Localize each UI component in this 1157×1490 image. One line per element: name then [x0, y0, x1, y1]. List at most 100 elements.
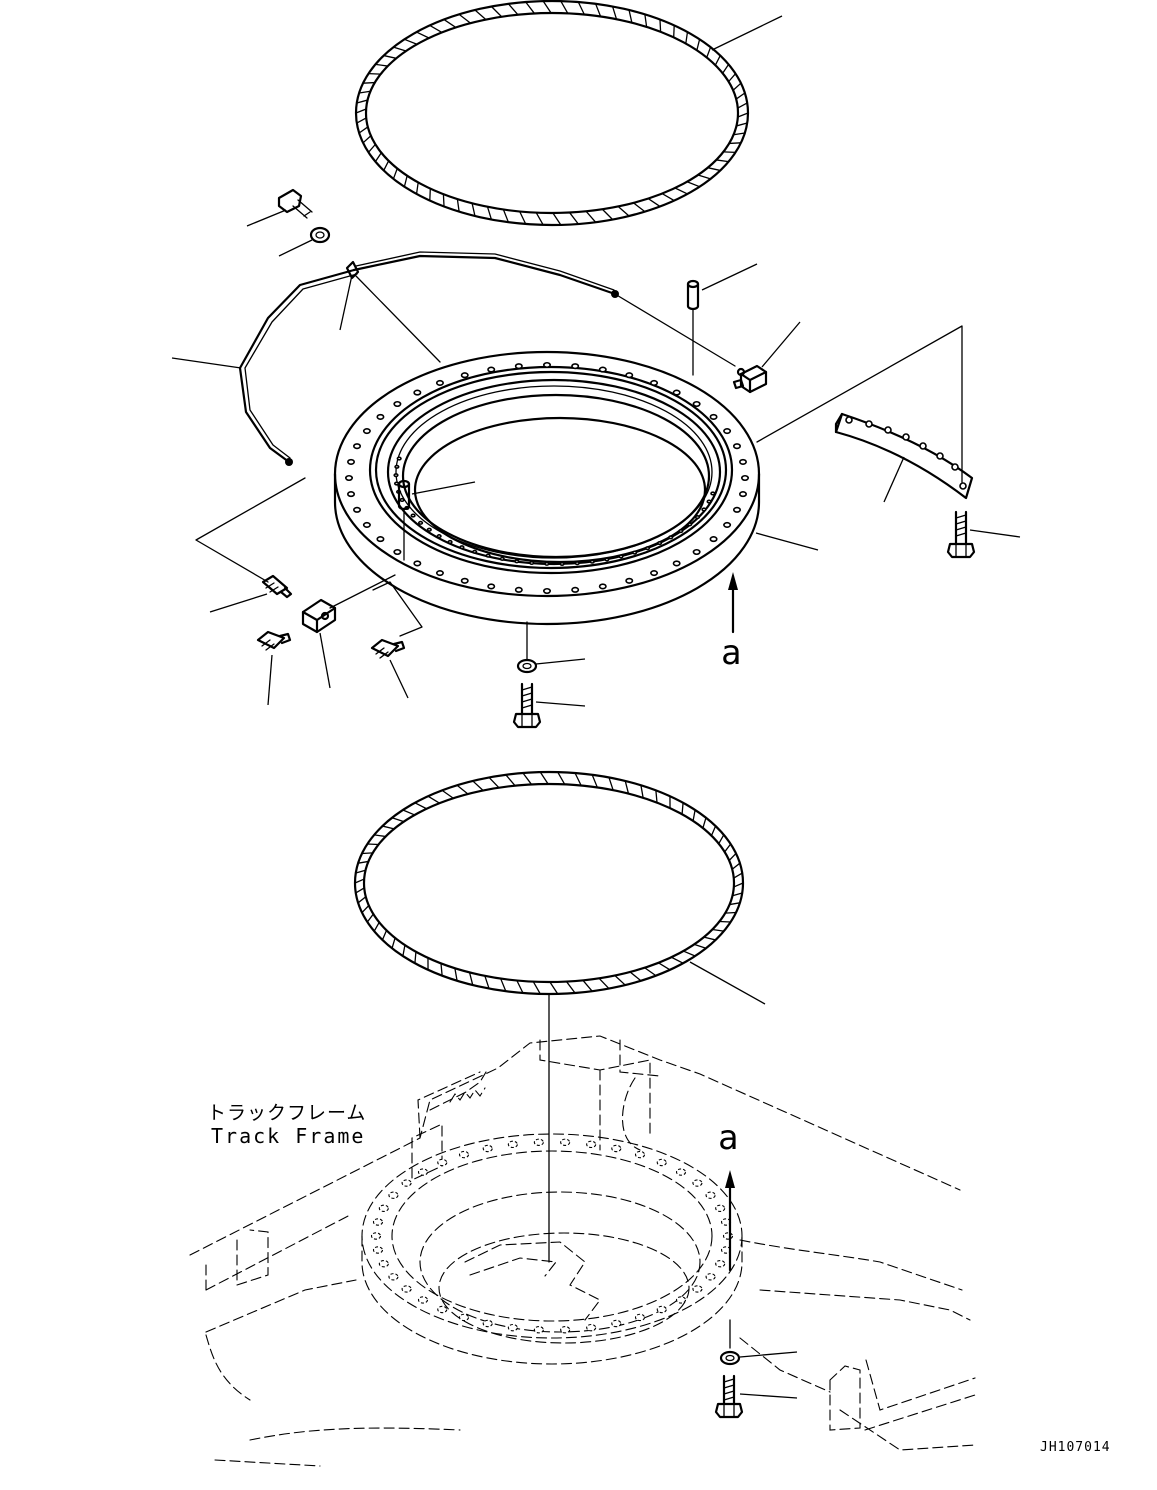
bolt-hole — [437, 381, 443, 385]
ring-hatch — [656, 790, 657, 802]
ring-hatch — [648, 199, 660, 207]
ring-hatch — [457, 785, 468, 794]
ring-hatch — [362, 906, 369, 913]
ring-hatch — [457, 199, 459, 212]
ring-hatch — [526, 2, 535, 13]
ring-hatch — [738, 103, 747, 108]
bolt-hole — [575, 562, 579, 565]
washer-lower — [721, 1352, 739, 1364]
ring-hatch — [725, 844, 731, 852]
ring-hatch — [719, 921, 730, 922]
bolt-hole — [364, 523, 370, 527]
bolt-hole — [693, 402, 699, 406]
bolt-hole — [418, 1297, 427, 1303]
ring-hatch — [487, 207, 491, 220]
bolt-hole — [605, 558, 609, 561]
bolt-hole — [516, 364, 522, 368]
ring-hatch — [645, 14, 647, 27]
bolt-hole — [706, 1274, 715, 1280]
ring-hatch — [444, 20, 456, 28]
bolt-hole — [418, 1169, 427, 1175]
bolt-hole — [673, 561, 679, 565]
bolt-hole — [534, 1139, 543, 1145]
ring-hatch — [375, 64, 387, 66]
ring-hatch — [609, 777, 613, 790]
bolt-hole — [545, 563, 549, 566]
ring-hatch — [693, 810, 695, 821]
ring-hatch — [417, 32, 429, 38]
leader-line — [172, 358, 241, 368]
ring-hatch — [485, 976, 489, 989]
ring-hatch — [543, 1, 551, 13]
dowel-pin-upper — [688, 281, 698, 309]
bolt-hole — [679, 530, 683, 533]
bolt-hole — [394, 474, 398, 477]
ring-hatch — [362, 853, 373, 854]
bolt-hole — [677, 1169, 686, 1175]
track-frame-label-jp: トラックフレーム — [207, 1098, 366, 1125]
bolt-hole — [657, 1159, 666, 1165]
ring-hatch — [367, 844, 378, 845]
ring-hatch — [583, 980, 592, 991]
bolt-hole — [373, 1247, 382, 1253]
bolt-hole — [711, 492, 715, 495]
ring-hatch — [470, 972, 473, 985]
ring-hatch — [707, 47, 711, 57]
ring-hatch — [697, 39, 700, 50]
bolt-hole — [587, 1141, 596, 1147]
bolt-hole — [710, 415, 716, 419]
bolt-hole — [354, 444, 360, 448]
ring-hatch — [392, 818, 404, 822]
ring-hatch — [618, 206, 629, 216]
bolt-hole — [600, 584, 606, 588]
ring-hatch — [570, 213, 579, 224]
bolt-hole — [483, 1145, 492, 1151]
ring-hatch — [625, 781, 628, 794]
bolt-hole — [462, 579, 468, 583]
bolt-hole — [516, 588, 522, 592]
ring-hatch — [712, 929, 723, 931]
ring-hatch — [359, 127, 368, 133]
bolt-hole — [600, 367, 606, 371]
connector-block-right — [734, 366, 766, 392]
bolt-hole — [395, 482, 399, 485]
ring-hatch — [566, 982, 575, 993]
bolt-hole — [716, 1205, 725, 1211]
ring-hatch — [719, 835, 724, 844]
bolt-hole — [508, 1324, 517, 1330]
hex-bolt-center — [514, 684, 540, 727]
bolt-hole — [590, 560, 594, 563]
leader-line — [690, 962, 765, 1004]
leader-line — [268, 655, 272, 705]
bolt-hole — [688, 523, 692, 526]
bolt-hole — [379, 1205, 388, 1211]
hex-bolt-lower — [716, 1376, 742, 1417]
ring-hatch — [703, 818, 706, 828]
ring-hatch — [634, 203, 645, 212]
ring-hatch — [704, 937, 716, 940]
drawing-id: JH107014 — [1040, 1440, 1111, 1455]
bolt-hole — [740, 492, 746, 496]
ring-hatch — [723, 64, 729, 73]
bolt-hole — [414, 561, 420, 565]
bolt-hole — [693, 1180, 702, 1186]
ring-hatch — [662, 194, 674, 201]
ring-hatch — [367, 914, 373, 922]
ring-hatch — [725, 913, 736, 914]
bolt-hole — [460, 546, 464, 549]
leader-line — [536, 659, 585, 664]
grease-fitting-a — [263, 576, 291, 597]
ring-hatch — [392, 938, 395, 948]
ring-hatch — [540, 772, 548, 784]
bolt-hole — [462, 373, 468, 377]
leader-line — [412, 482, 475, 494]
ring-hatch — [734, 873, 742, 878]
bolt-hole — [348, 460, 354, 464]
bolt-hole — [702, 508, 706, 511]
ring-hatch — [641, 785, 643, 798]
washer-center — [518, 660, 536, 672]
bolt-hole — [693, 550, 699, 554]
ring-hatch — [404, 39, 417, 44]
